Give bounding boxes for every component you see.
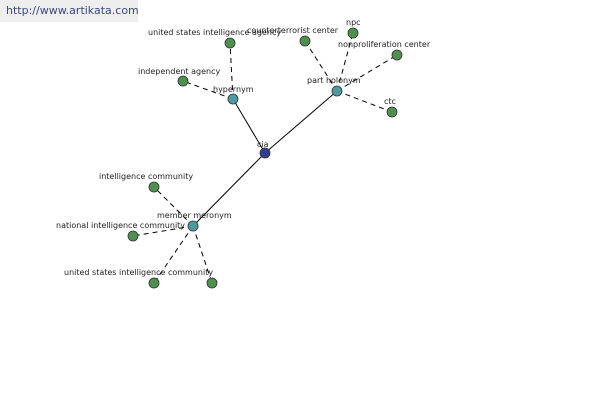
leaf-node-unlabeled-leaf[interactable] [206,277,218,289]
leaf-node-united-states-intelligence-agency[interactable] [224,37,236,49]
leaf-node-united-states-intelligence-community[interactable] [148,277,160,289]
edge-member-meronym-national-intelligence-community [132,225,194,237]
leaf-label-ctc[interactable]: ctc [384,97,396,106]
leaf-node-nonproliferation-center[interactable] [391,49,403,61]
leaf-label-counterterrorist-center[interactable]: counterterrorist center [247,26,339,35]
leaf-node-independent-agency[interactable] [177,75,189,87]
edge-member-meronym-unlabeled-leaf [192,225,213,284]
relation-label-hypernym[interactable]: hypernym [213,85,254,94]
leaf-node-counterterrorist-center[interactable] [299,35,311,47]
root-node-cia[interactable] [259,147,271,159]
url-banner[interactable]: http://www.artikata.com [0,0,139,22]
leaf-label-nonproliferation-center[interactable]: nonproliferation center [338,40,431,49]
leaf-node-npc[interactable] [347,27,359,39]
relation-label-part-holonym[interactable]: part holonym [307,76,361,85]
relation-label-member-meronym[interactable]: member meronym [157,211,232,220]
leaf-label-independent-agency[interactable]: independent agency [138,67,220,76]
leaf-label-united-states-intelligence-agency[interactable]: united states intelligence agency [148,28,281,37]
edge-hypernym-united-states-intelligence-agency [229,42,234,100]
edge-part-holonym-npc [336,32,354,92]
graph-nodes [127,27,403,289]
leaf-node-national-intelligence-community[interactable] [127,230,139,242]
edge-member-meronym-intelligence-community [153,186,194,227]
edge-cia-part-holonym [264,90,338,154]
leaf-node-ctc[interactable] [386,106,398,118]
edge-part-holonym-counterterrorist-center [304,40,338,92]
leaf-label-national-intelligence-community[interactable]: national intelligence community [56,221,185,230]
relation-node-part-holonym[interactable] [331,85,343,97]
leaf-label-intelligence-community[interactable]: intelligence community [99,172,193,181]
leaf-node-intelligence-community[interactable] [148,181,160,193]
edge-cia-member-meronym [192,152,266,227]
graph-labels: united states intelligence agency indepen… [56,18,431,277]
edge-member-meronym-united-states-intelligence-community [153,225,194,284]
relation-node-hypernym[interactable] [227,93,239,105]
edge-cia-hypernym [232,98,266,154]
relation-node-member-meronym[interactable] [187,220,199,232]
graph-edges [132,32,398,284]
leaf-label-npc[interactable]: npc [346,18,361,27]
edge-part-holonym-nonproliferation-center [336,54,398,92]
edge-part-holonym-ctc [336,90,393,113]
leaf-label-united-states-intelligence-community[interactable]: united states intelligence community [64,268,213,277]
root-label-cia[interactable]: cia [257,140,269,149]
